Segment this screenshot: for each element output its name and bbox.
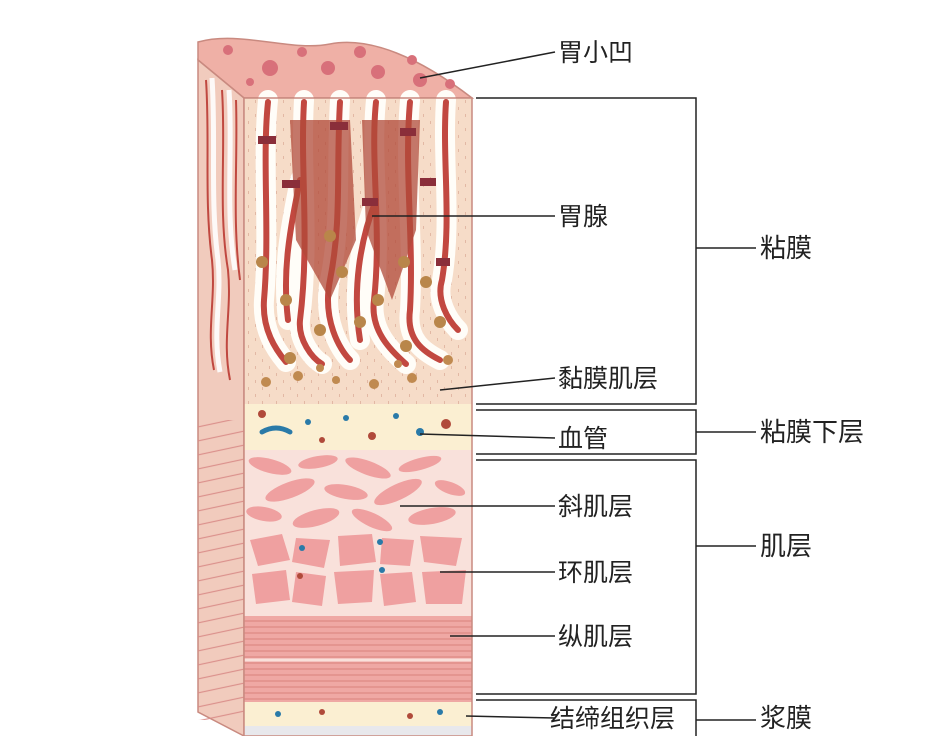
label-gastric-glands: 胃腺 [558, 202, 609, 231]
side-gland-strands [205, 79, 241, 381]
circular-muscle-cells [250, 534, 466, 606]
leader-lines [372, 51, 556, 719]
label-oblique-muscle: 斜肌层 [558, 492, 634, 521]
serosa-surface [244, 726, 472, 736]
group-label-muscularis: 肌层 [760, 532, 813, 562]
group-label-serosa: 浆膜 [760, 704, 813, 734]
label-blood-vessel: 血管 [558, 424, 609, 453]
mucosal-surface [197, 37, 475, 99]
label-circular-muscle: 环肌层 [558, 558, 634, 587]
group-label-submucosa: 粘膜下层 [760, 418, 865, 448]
label-longitudinal-muscle: 纵肌层 [558, 622, 634, 651]
label-gastric-pits: 胃小凹 [558, 38, 634, 67]
group-brackets [476, 97, 756, 736]
label-connective-tissue: 结缔组织层 [550, 704, 676, 733]
side-muscle-band [198, 420, 244, 720]
side-gland-walls [209, 77, 238, 373]
gastric-pit-openings [223, 45, 455, 89]
gastric-glands [253, 90, 468, 389]
group-label-mucosa: 粘膜 [760, 234, 813, 264]
oblique-muscle-cells [246, 455, 466, 532]
connective-tissue-layer [244, 702, 472, 726]
label-muscularis-mucosae: 黏膜肌层 [558, 364, 659, 393]
